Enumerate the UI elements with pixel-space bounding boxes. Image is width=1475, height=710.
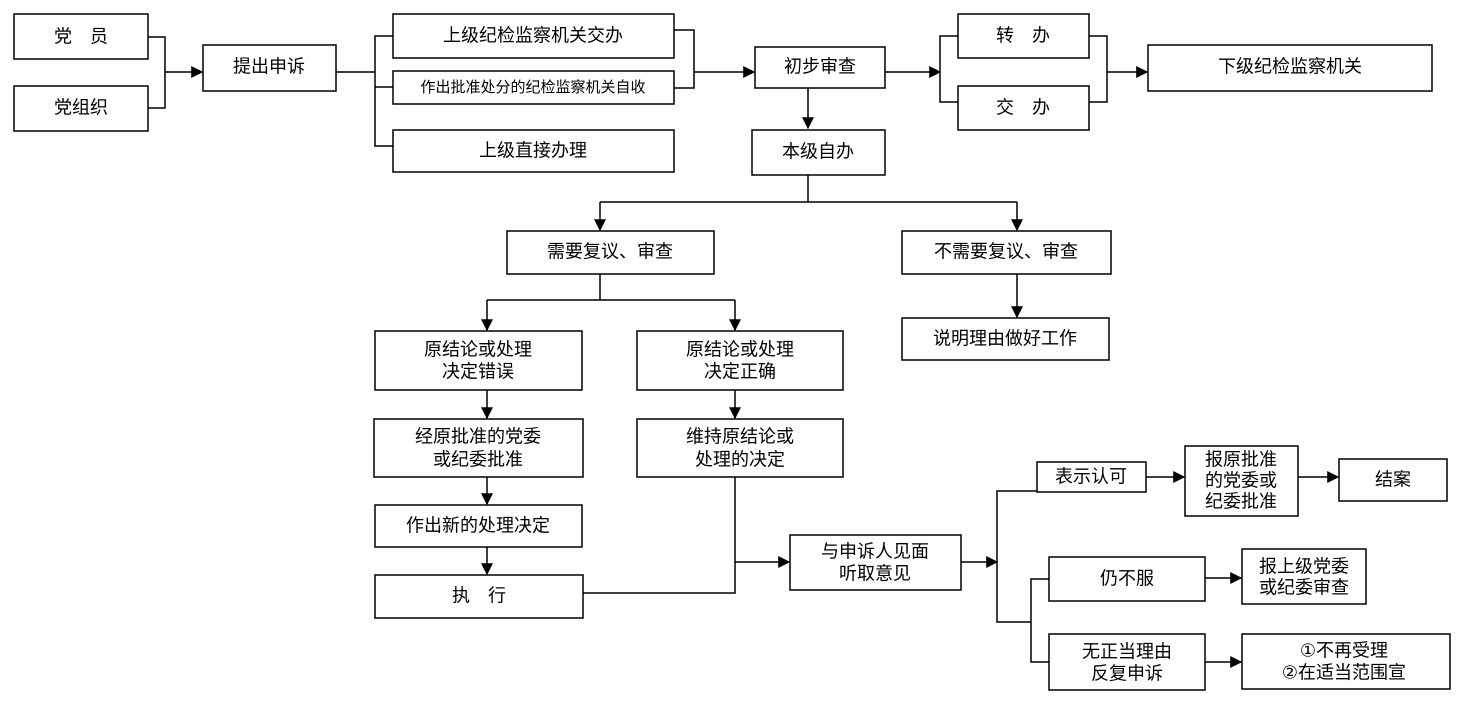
node-self-accept: 作出批准处分的纪检监察机关自收: [392, 70, 675, 105]
svg-text:或纪委审查: 或纪委审查: [1259, 578, 1349, 599]
svg-text:报上级党委: 报上级党委: [1259, 557, 1349, 578]
svg-text:纪委批准: 纪委批准: [1205, 492, 1277, 513]
svg-text:反复申诉: 反复申诉: [1091, 664, 1163, 685]
node-execute: 执 行: [374, 574, 584, 619]
connector-execute-to-meet: [583, 477, 736, 594]
node-orig-right: 原结论或处理 决定正确: [636, 330, 844, 391]
svg-text:交 办: 交 办: [996, 98, 1050, 119]
svg-text:说明理由做好工作: 说明理由做好工作: [933, 329, 1077, 350]
node-party-org: 党组织: [13, 85, 149, 132]
node-transfer: 转 办: [957, 13, 1090, 59]
node-assign: 交 办: [957, 85, 1090, 131]
svg-text:党 员: 党 员: [54, 27, 108, 48]
node-prelim-review: 初步审查: [754, 46, 886, 89]
node-orig-wrong: 原结论或处理 决定错误: [374, 330, 583, 391]
svg-text:处理的决定: 处理的决定: [695, 450, 785, 471]
svg-text:作出新的处理决定: 作出新的处理决定: [406, 516, 550, 537]
svg-text:②在适当范围宣: ②在适当范围宣: [1282, 663, 1406, 684]
node-lower-org: 下级纪检监察机关: [1147, 44, 1433, 92]
node-meet: 与申诉人见面 听取意见: [789, 534, 962, 591]
svg-text:表示认可: 表示认可: [1055, 467, 1127, 488]
svg-text:需要复议、审查: 需要复议、审查: [547, 242, 673, 263]
connector-transfer-assign-bracket-left: [939, 35, 958, 103]
connector-refuse-bracket: [1030, 578, 1049, 663]
svg-text:报原批准: 报原批准: [1205, 450, 1277, 471]
connectors: [148, 29, 1340, 668]
connector-outcomes-bracket: [996, 490, 1037, 623]
svg-text:决定正确: 决定正确: [704, 362, 776, 383]
svg-text:上级直接办理: 上级直接办理: [479, 141, 587, 162]
svg-text:与申诉人见面: 与申诉人见面: [821, 542, 929, 563]
svg-text:原结论或处理: 原结论或处理: [424, 340, 532, 361]
node-new-decision: 作出新的处理决定: [374, 504, 583, 548]
node-self-handle: 本级自办: [751, 129, 886, 176]
svg-text:无正当理由: 无正当理由: [1082, 642, 1172, 663]
connector-routes-bracket-right: [674, 29, 695, 89]
node-explain: 说明理由做好工作: [901, 317, 1110, 361]
svg-text:初步审查: 初步审查: [784, 57, 856, 78]
node-agree: 表示认可: [1036, 461, 1147, 493]
node-upper-assigned: 上级纪检监察机关交办: [392, 13, 675, 59]
svg-text:听取意见: 听取意见: [839, 564, 911, 585]
svg-text:维持原结论或: 维持原结论或: [686, 427, 794, 448]
node-approve-by-orig: 经原批准的党委 或纪委批准: [373, 418, 584, 478]
node-still-refuse: 仍不服: [1048, 556, 1206, 602]
svg-text:不需要复议、审查: 不需要复议、审查: [934, 242, 1078, 263]
svg-text:的党委或: 的党委或: [1205, 471, 1277, 492]
svg-text:结案: 结案: [1375, 470, 1411, 491]
node-no-review: 不需要复议、审查: [901, 230, 1112, 275]
svg-text:经原批准的党委: 经原批准的党委: [415, 427, 541, 448]
svg-text:作出批准处分的纪检监察机关自收: 作出批准处分的纪检监察机关自收: [420, 78, 645, 96]
node-no-more: ①不再受理 ②在适当范围宣: [1241, 633, 1451, 690]
connector-need-review-split: [487, 274, 735, 301]
svg-text:①不再受理: ①不再受理: [1300, 641, 1388, 662]
node-keep-orig: 维持原结论或 处理的决定: [636, 418, 844, 478]
connector-member-org-bracket: [148, 36, 166, 109]
connector-transfer-assign-bracket-right: [1089, 35, 1108, 103]
node-close-case: 结案: [1338, 458, 1448, 502]
node-need-review: 需要复议、审查: [506, 230, 715, 275]
svg-text:或纪委批准: 或纪委批准: [433, 450, 523, 471]
svg-text:决定错误: 决定错误: [442, 362, 514, 383]
svg-text:转 办: 转 办: [996, 26, 1050, 47]
connector-self-handle-split: [600, 175, 1017, 203]
node-no-reason: 无正当理由 反复申诉: [1048, 633, 1206, 691]
svg-text:原结论或处理: 原结论或处理: [686, 340, 794, 361]
svg-text:仍不服: 仍不服: [1100, 569, 1154, 590]
node-party-member: 党 员: [13, 13, 149, 60]
svg-text:党组织: 党组织: [54, 98, 108, 119]
node-appeal: 提出申诉: [202, 44, 337, 92]
connector-routes-bracket-left: [374, 35, 393, 147]
svg-text:提出申诉: 提出申诉: [233, 57, 305, 78]
svg-text:上级纪检监察机关交办: 上级纪检监察机关交办: [443, 26, 623, 47]
node-report-upper: 报上级党委 或纪委审查: [1241, 548, 1367, 605]
svg-text:本级自办: 本级自办: [782, 142, 854, 163]
node-report-orig: 报原批准 的党委或 纪委批准: [1184, 445, 1299, 517]
svg-text:执 行: 执 行: [452, 586, 506, 607]
svg-text:下级纪检监察机关: 下级纪检监察机关: [1218, 57, 1362, 78]
node-upper-direct: 上级直接办理: [392, 129, 675, 173]
